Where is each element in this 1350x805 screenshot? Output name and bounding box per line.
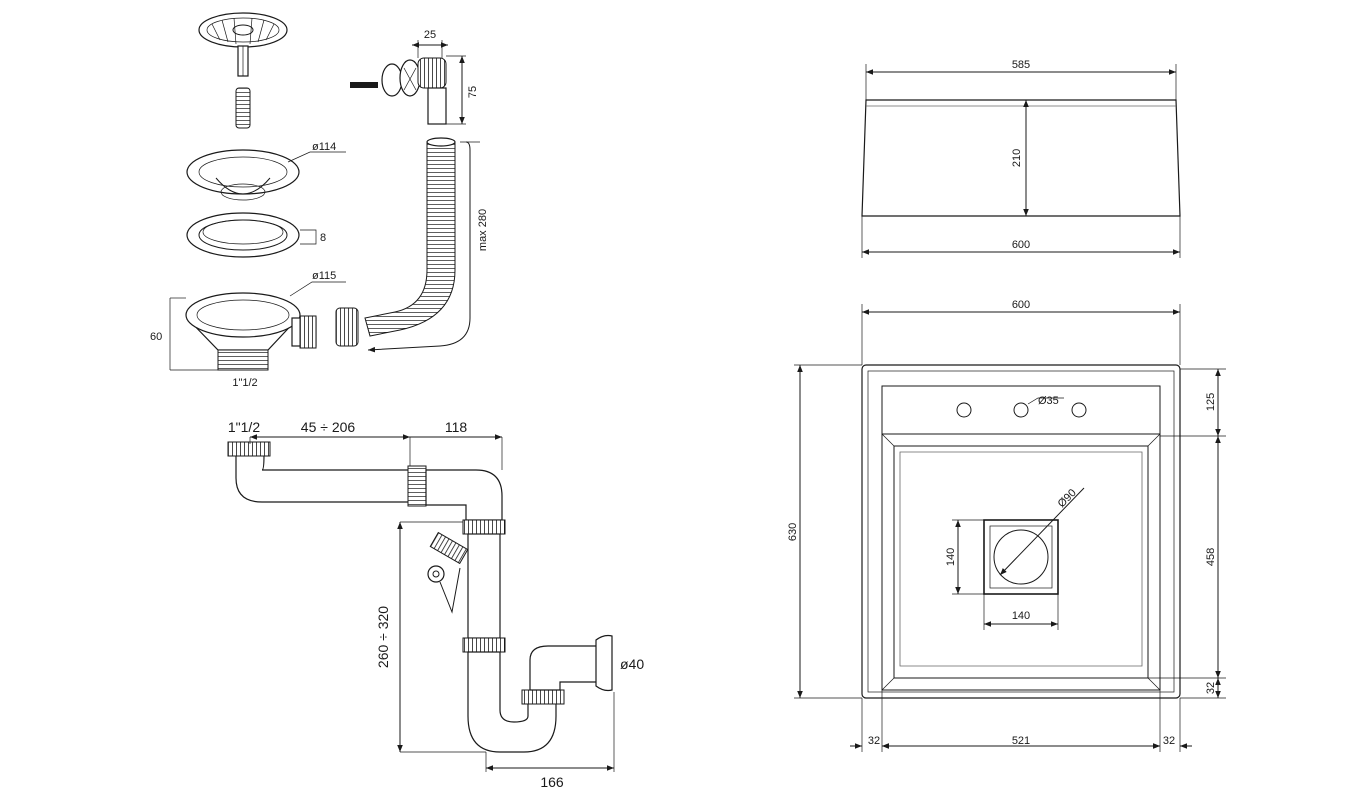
drain-square bbox=[983, 519, 1059, 595]
sink-side-view: 585 210 600 bbox=[861, 59, 1181, 258]
dim-thread: 1"1/2 bbox=[232, 377, 257, 389]
overflow-elbow bbox=[417, 57, 447, 125]
rim-bottom: 32 bbox=[1205, 682, 1217, 694]
drain-height: 140 bbox=[945, 548, 957, 566]
siphon-range-v: 260 ÷ 320 bbox=[375, 606, 391, 668]
drain-body bbox=[185, 292, 317, 371]
overflow-screw bbox=[350, 59, 421, 97]
siphon-d40: ø40 bbox=[620, 656, 644, 672]
top-view-dimensions: 600 630 Ø35 125 458 32 Ø90 140 140 bbox=[787, 299, 1226, 752]
dim-60: 60 bbox=[150, 331, 162, 343]
side-height: 210 bbox=[1011, 149, 1023, 167]
tap-hole-right bbox=[1071, 402, 1087, 418]
overflow-hose bbox=[335, 137, 456, 347]
flange-ring bbox=[186, 149, 300, 201]
side-top-width: 585 bbox=[1012, 59, 1030, 71]
siphon-166: 166 bbox=[540, 774, 564, 790]
drain-circle bbox=[993, 529, 1049, 585]
rim-right: 32 bbox=[1163, 735, 1175, 747]
dim-max280: max 280 bbox=[477, 209, 489, 251]
rim-left: 32 bbox=[868, 735, 880, 747]
dim-115: ø115 bbox=[312, 270, 336, 282]
inner-width: 521 bbox=[1012, 735, 1030, 747]
tap-hole-center bbox=[1013, 402, 1029, 418]
siphon-118: 118 bbox=[445, 419, 468, 435]
strainer-pin bbox=[235, 87, 251, 129]
top-width: 600 bbox=[1012, 299, 1030, 311]
top-depth: 630 bbox=[787, 523, 799, 541]
bowl-depth: 458 bbox=[1205, 548, 1217, 566]
drain-width: 140 bbox=[1012, 610, 1030, 622]
tap-hole-diameter: Ø35 bbox=[1038, 395, 1059, 407]
siphon-dimensions: 1"1/2 45 ÷ 206 118 260 ÷ 320 ø40 166 bbox=[228, 419, 644, 790]
dim-114: ø114 bbox=[312, 141, 336, 153]
sealing-gasket bbox=[186, 212, 300, 258]
sink-top-view bbox=[861, 364, 1181, 699]
tap-hole-left bbox=[956, 402, 972, 418]
dim-75: 75 bbox=[467, 86, 479, 98]
deck-depth: 125 bbox=[1205, 393, 1217, 411]
dim-25: 25 bbox=[424, 29, 436, 41]
siphon-range-h: 45 ÷ 206 bbox=[301, 419, 356, 435]
siphon-thread: 1"1/2 bbox=[228, 419, 260, 435]
siphon-assembly bbox=[227, 441, 613, 753]
parts-dimensions: 25 75 ø114 8 ø115 60 1"1/2 max 280 bbox=[150, 29, 489, 389]
side-bottom-width: 600 bbox=[1012, 239, 1030, 251]
dim-8: 8 bbox=[320, 232, 326, 244]
strainer-basket bbox=[198, 12, 288, 77]
